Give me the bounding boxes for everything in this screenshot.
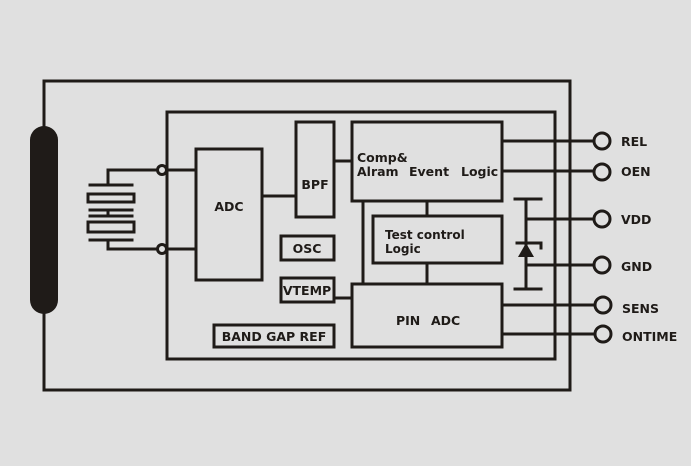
bpf-label: BPF xyxy=(301,177,328,192)
pin-oen: OEN xyxy=(592,162,651,182)
crystal-icon xyxy=(86,168,162,251)
bpf-block: BPF xyxy=(294,120,336,219)
vtemp-block: VTEMP xyxy=(279,276,336,304)
junction-top-icon xyxy=(156,164,168,176)
comp-label-line1: Comp& xyxy=(357,150,408,165)
osc-label: OSC xyxy=(293,241,322,256)
junction-bottom-icon xyxy=(156,243,168,255)
test-label-line2: Logic xyxy=(385,242,421,256)
pin-vdd-label: VDD xyxy=(621,212,651,227)
pin-rel: REL xyxy=(592,131,647,151)
pin-gnd-icon xyxy=(592,255,612,275)
pin-adc-block: PIN ADC xyxy=(350,282,504,349)
pin-sens-label: SENS xyxy=(622,301,659,316)
test-control-logic-block: Test control Logic xyxy=(371,214,504,265)
pin-vdd-icon xyxy=(592,209,612,229)
pin-rel-label: REL xyxy=(621,134,647,149)
pin-rel-icon xyxy=(592,131,612,151)
chip-boundary xyxy=(165,110,557,361)
comp-label-logic: Logic xyxy=(461,164,498,179)
comp-label-event: Event xyxy=(409,164,449,179)
osc-block: OSC xyxy=(279,234,336,262)
pin-ontime-label: ONTIME xyxy=(622,329,677,344)
pin-vdd: VDD xyxy=(592,209,651,229)
adc-block: ADC xyxy=(194,147,264,282)
pin-gnd-label: GND xyxy=(621,259,652,274)
pin-sens: SENS xyxy=(593,295,659,316)
adc-label: ADC xyxy=(214,199,243,214)
comp-label-alram: Alram xyxy=(357,164,399,179)
band-gap-label: BAND GAP REF xyxy=(222,329,327,344)
pin-gnd: GND xyxy=(592,255,652,275)
vtemp-label: VTEMP xyxy=(283,283,331,298)
band-gap-ref-block: BAND GAP REF xyxy=(212,323,336,349)
pin-adc-label-adc: ADC xyxy=(431,313,460,328)
pin-ontime: ONTIME xyxy=(593,324,677,344)
zener-diode-icon xyxy=(513,197,543,291)
pin-oen-label: OEN xyxy=(621,164,651,179)
pin-ontime-icon xyxy=(593,324,613,344)
pin-sens-icon xyxy=(593,295,613,315)
test-label-line1: Test control xyxy=(385,228,465,242)
pin-adc-label-pin: PIN xyxy=(396,313,420,328)
pin-oen-icon xyxy=(592,162,612,182)
comp-alarm-logic-block: Comp& Alram Event Logic xyxy=(350,120,504,203)
sensor-element-icon xyxy=(30,126,58,314)
